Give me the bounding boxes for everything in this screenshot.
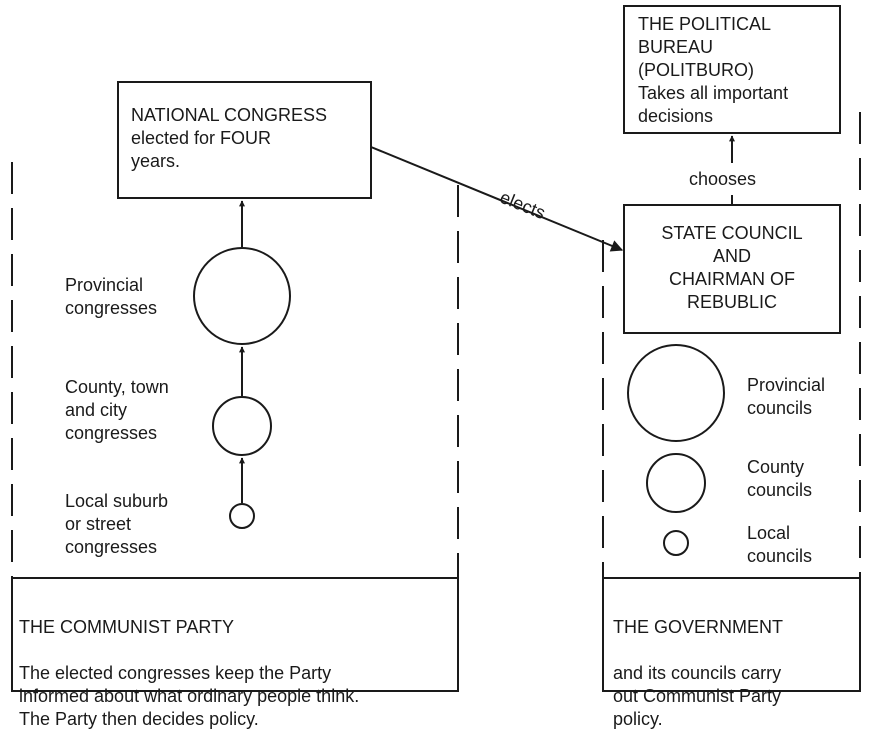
party-county-circle bbox=[212, 396, 272, 456]
organization-diagram: NATIONAL CONGRESS elected for FOUR years… bbox=[11, 5, 861, 729]
party-caption-body: The elected congresses keep the Party in… bbox=[19, 663, 360, 729]
politburo-label: THE POLITICAL BUREAU (POLITBURO) Takes a… bbox=[638, 14, 789, 126]
arrow-congress-elects-council bbox=[370, 146, 624, 252]
government-local-circle bbox=[663, 530, 689, 556]
party-local-label: Local suburb or street congresses bbox=[65, 491, 169, 557]
government-local-label: Local councils bbox=[747, 523, 813, 566]
party-provincial-label: Provincial congresses bbox=[65, 275, 158, 318]
politburo-box bbox=[623, 5, 841, 134]
government-caption-body: and its councils carry out Communist Par… bbox=[613, 663, 782, 729]
government-county-circle bbox=[646, 453, 706, 513]
national-congress-box bbox=[117, 81, 372, 199]
state-council-box bbox=[623, 204, 841, 334]
party-caption-box bbox=[11, 577, 459, 692]
chooses-label: chooses bbox=[689, 169, 757, 189]
government-provincial-label: Provincial councils bbox=[747, 375, 826, 418]
government-caption-title: THE GOVERNMENT bbox=[613, 617, 784, 637]
national-congress-label: NATIONAL CONGRESS elected for FOUR years… bbox=[131, 105, 328, 171]
diagram-graphics bbox=[11, 5, 861, 692]
party-provincial-circle bbox=[193, 247, 291, 345]
government-provincial-circle bbox=[627, 344, 725, 442]
state-council-label: STATE COUNCIL AND CHAIRMAN OF REBUBLIC bbox=[661, 223, 803, 312]
party-county-label: County, town and city congresses bbox=[65, 377, 169, 443]
party-caption: THE COMMUNIST PARTY The elected congress… bbox=[19, 593, 455, 754]
party-caption-title: THE COMMUNIST PARTY bbox=[19, 617, 235, 637]
government-caption: THE GOVERNMENT and its councils carry ou… bbox=[613, 593, 858, 754]
government-caption-box bbox=[602, 577, 861, 692]
party-local-circle bbox=[229, 503, 255, 529]
government-county-label: County councils bbox=[747, 457, 813, 500]
